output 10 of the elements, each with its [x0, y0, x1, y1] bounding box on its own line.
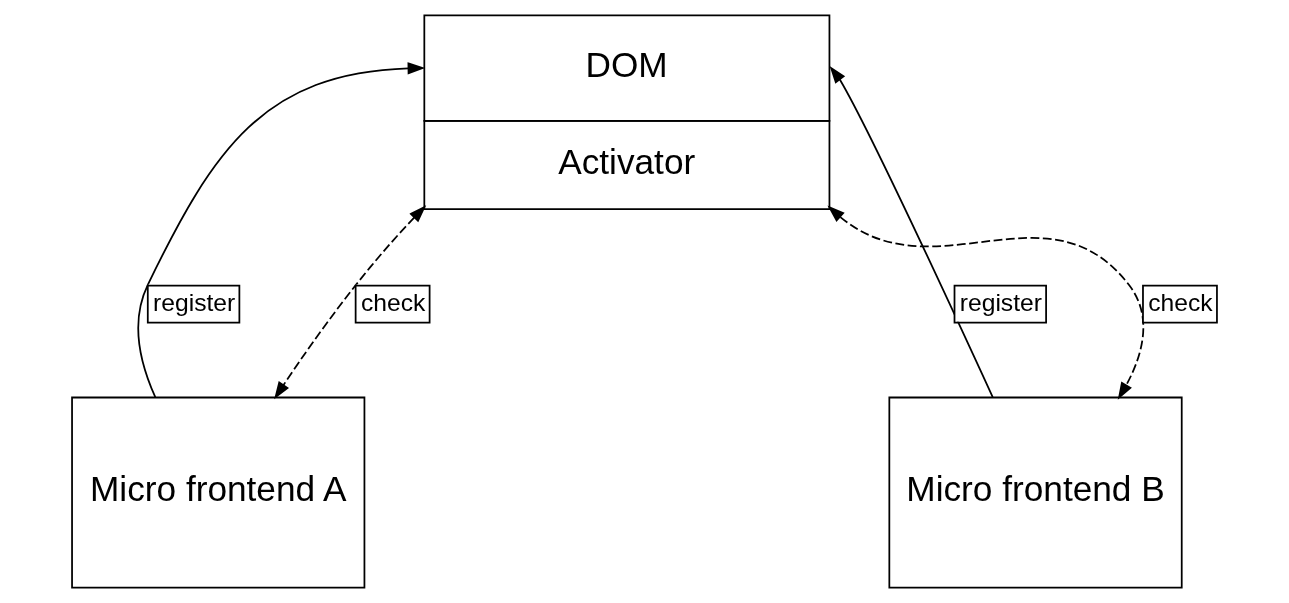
node-box: Micro frontend B: [888, 396, 1183, 589]
arrow: [274, 205, 427, 400]
edge-label: register: [153, 288, 236, 316]
node-box: Micro frontend A: [71, 396, 366, 589]
edge-label: register: [959, 288, 1042, 316]
edge-label: check: [1148, 288, 1213, 316]
arrow: [829, 66, 994, 398]
arrow: [827, 205, 1145, 400]
arrow: [137, 62, 426, 398]
edge-label: check: [360, 288, 426, 316]
